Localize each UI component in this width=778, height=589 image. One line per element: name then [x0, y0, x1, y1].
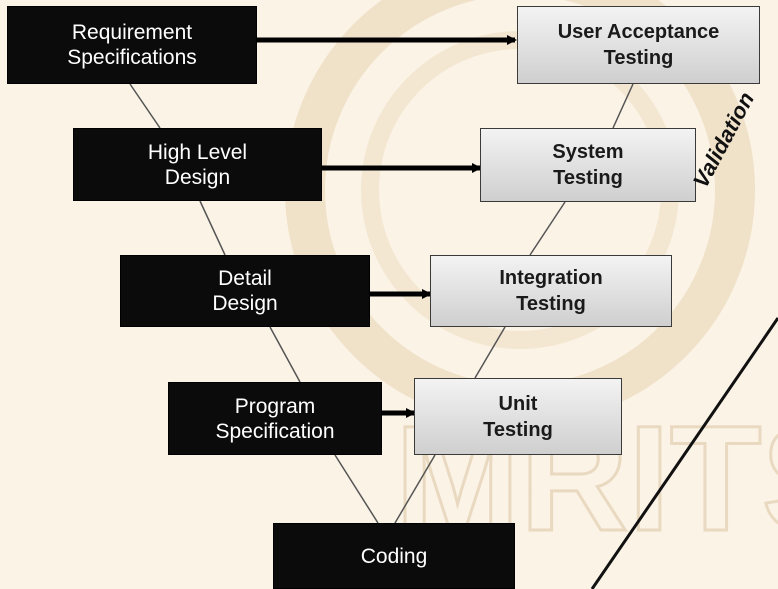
- unit-testing-box: Unit Testing: [414, 378, 622, 455]
- integration-testing-box: Integration Testing: [430, 255, 672, 327]
- v-line-left-3: [269, 326, 301, 383]
- v-line-left-1: [129, 83, 161, 129]
- v-line-right-4: [612, 83, 634, 129]
- v-line-left-2: [199, 200, 226, 256]
- v-line-right-1: [394, 454, 436, 524]
- v-line-right-3: [529, 201, 566, 256]
- v-line-right-2: [474, 326, 506, 379]
- v-line-left-4: [334, 454, 379, 524]
- validation-line: [590, 317, 778, 589]
- requirement-specifications-box: Requirement Specifications: [7, 6, 257, 84]
- system-testing-box: System Testing: [480, 128, 696, 202]
- detail-design-box: Detail Design: [120, 255, 370, 327]
- high-level-design-box: High Level Design: [73, 128, 322, 201]
- coding-box: Coding: [273, 523, 515, 589]
- user-acceptance-testing-box: User Acceptance Testing: [517, 6, 760, 84]
- program-specification-box: Program Specification: [168, 382, 382, 455]
